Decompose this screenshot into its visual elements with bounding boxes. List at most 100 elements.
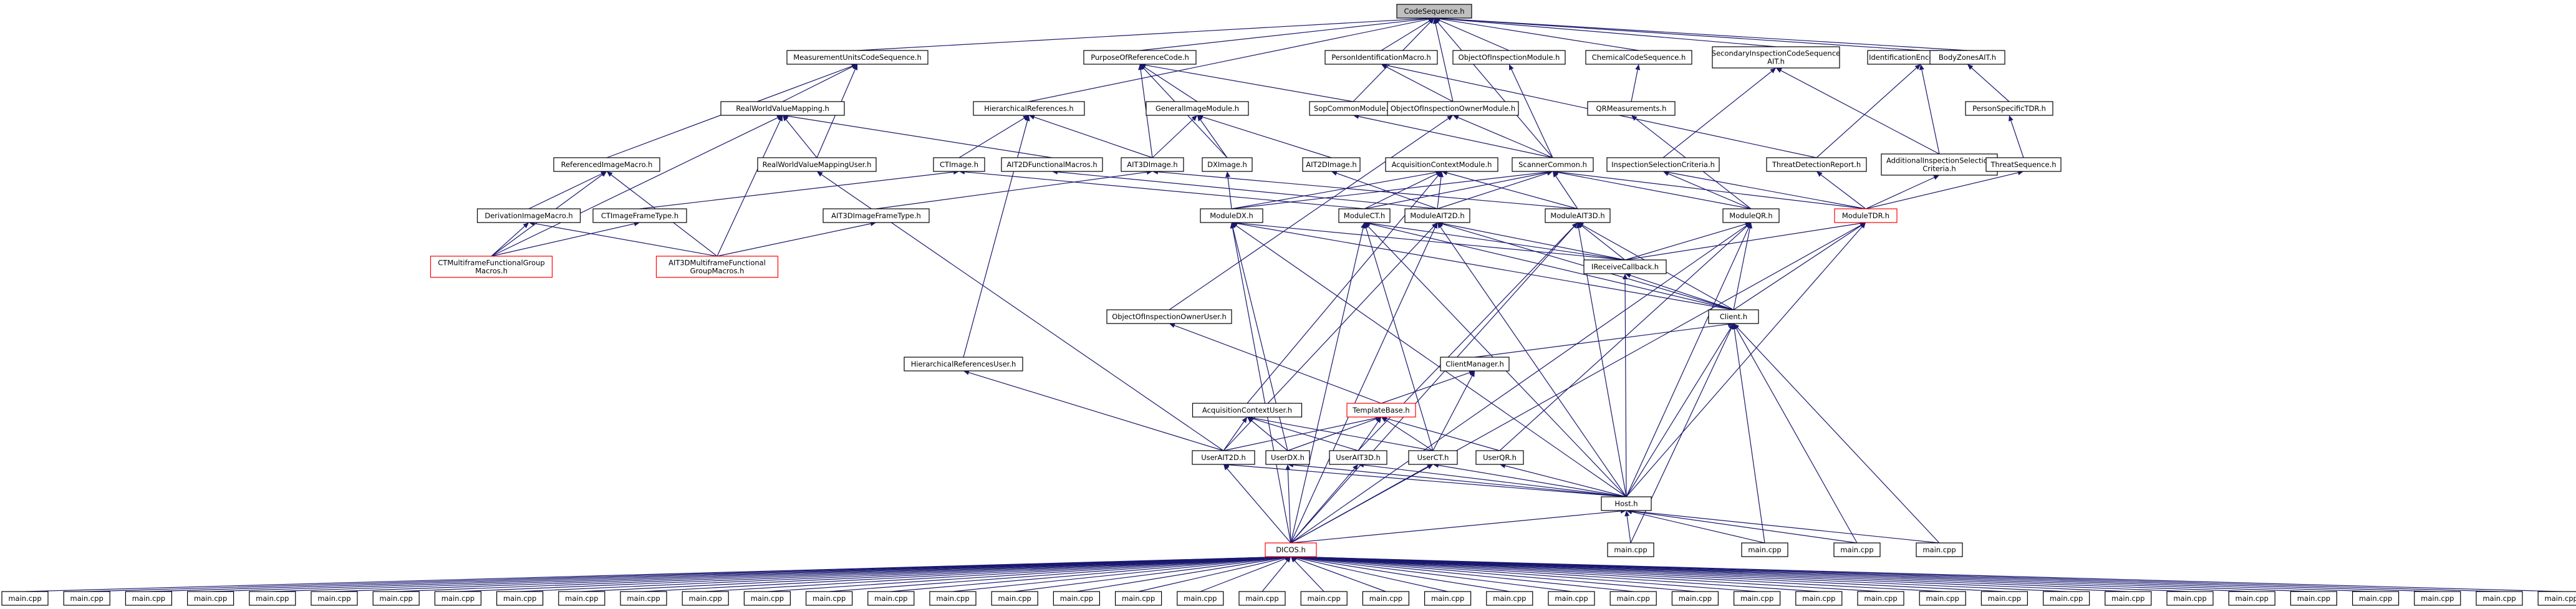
node-userct-h[interactable]: UserCT.h [1408, 450, 1458, 465]
node-main-cpp[interactable]: main.cpp [1, 591, 49, 606]
node-client-h[interactable]: Client.h [1708, 309, 1759, 324]
node-referencedimagemacro-h[interactable]: ReferencedImageMacro.h [553, 157, 660, 172]
node-chemicalcodesequence-h[interactable]: ChemicalCodeSequence.h [1585, 50, 1692, 65]
node-main-cpp[interactable]: main.cpp [496, 591, 544, 606]
node-acquisitioncontextuser-h[interactable]: AcquisitionContextUser.h [1192, 403, 1303, 418]
node-main-cpp[interactable]: main.cpp [1734, 591, 1781, 606]
node-personidentificationmacro-h[interactable]: PersonIdentificationMacro.h [1324, 50, 1438, 65]
node-qrmeasurements-h[interactable]: QRMeasurements.h [1587, 101, 1676, 116]
node-main-cpp[interactable]: main.cpp [2414, 591, 2461, 606]
node-realworldvaluemapping-h[interactable]: RealWorldValueMapping.h [720, 101, 845, 116]
node-main-cpp[interactable]: main.cpp [1362, 591, 1409, 606]
node-ait3dimageframetype-h[interactable]: AIT3DImageFrameType.h [822, 208, 930, 223]
node-ctimageframetype-h[interactable]: CTImageFrameType.h [592, 208, 687, 223]
node-userqr-h[interactable]: UserQR.h [1475, 450, 1524, 465]
node-main-cpp[interactable]: main.cpp [620, 591, 667, 606]
node-userait3d-h[interactable]: UserAIT3D.h [1329, 450, 1387, 465]
node-threatdetectionreport-h[interactable]: ThreatDetectionReport.h [1766, 157, 1867, 172]
node-main-cpp[interactable]: main.cpp [805, 591, 853, 606]
node-main-cpp[interactable]: main.cpp [1857, 591, 1904, 606]
node-clientmanager-h[interactable]: ClientManager.h [1440, 357, 1510, 372]
node-main-cpp[interactable]: main.cpp [2043, 591, 2090, 606]
node-purposeofreferencecode-h[interactable]: PurposeOfReferenceCode.h [1083, 50, 1197, 65]
node-dicos-h[interactable]: DICOS.h [1265, 542, 1317, 557]
node-moduleait3d-h[interactable]: ModuleAIT3D.h [1545, 208, 1611, 223]
node-hierarchicalreferencesuser-h[interactable]: HierarchicalReferencesUser.h [904, 357, 1023, 372]
node-main-cpp[interactable]: main.cpp [1919, 591, 1966, 606]
node-main-cpp[interactable]: main.cpp [1238, 591, 1286, 606]
node-main-cpp[interactable]: main.cpp [1980, 591, 2028, 606]
node-userait2d-h[interactable]: UserAIT2D.h [1192, 450, 1255, 465]
node-templatebase-h[interactable]: TemplateBase.h [1346, 403, 1416, 418]
node-main-cpp[interactable]: main.cpp [1609, 591, 1657, 606]
node-moduletdr-h[interactable]: ModuleTDR.h [1834, 208, 1898, 223]
node-main-cpp[interactable]: main.cpp [2228, 591, 2275, 606]
node-modulect-h[interactable]: ModuleCT.h [1338, 208, 1391, 223]
node-measurementunitscodesequence-h[interactable]: MeasurementUnitsCodeSequence.h [786, 50, 929, 65]
node-main-cpp[interactable]: main.cpp [2105, 591, 2152, 606]
node-objectofinspectionmodule-h[interactable]: ObjectOfInspectionModule.h [1452, 50, 1566, 65]
node-realworldvaluemappinguser-h[interactable]: RealWorldValueMappingUser.h [757, 157, 877, 172]
node-objectofinspectionownermodule-h[interactable]: ObjectOfInspectionOwnerModule.h [1387, 101, 1519, 116]
node-main-cpp[interactable]: main.cpp [2476, 591, 2523, 606]
node-main-cpp[interactable]: main.cpp [2166, 591, 2214, 606]
node-main-cpp[interactable]: main.cpp [2290, 591, 2337, 606]
node-main-cpp[interactable]: main.cpp [1671, 591, 1719, 606]
node-ait2dfunctionalmacros-h[interactable]: AIT2DFunctionalMacros.h [1001, 157, 1103, 172]
node-sopcommonmodule-h[interactable]: SopCommonModule.h [1309, 101, 1397, 116]
node-ctimage-h[interactable]: CTImage.h [933, 157, 985, 172]
node-ait2dimage-h[interactable]: AIT2DImage.h [1302, 157, 1361, 172]
node-main-cpp[interactable]: main.cpp [1053, 591, 1101, 606]
node-dximage-h[interactable]: DXImage.h [1202, 157, 1253, 172]
node-moduleait2d-h[interactable]: ModuleAIT2D.h [1404, 208, 1470, 223]
node-main-cpp[interactable]: main.cpp [1114, 591, 1162, 606]
node-generalimagemodule-h[interactable]: GeneralImageModule.h [1146, 101, 1249, 116]
node-main-cpp[interactable]: main.cpp [372, 591, 420, 606]
node-main-cpp[interactable]: main.cpp [311, 591, 358, 606]
node-hierarchicalreferences-h[interactable]: HierarchicalReferences.h [973, 101, 1085, 116]
node-main-cpp[interactable]: main.cpp [2352, 591, 2400, 606]
node-inspectionselectioncriteria-h[interactable]: InspectionSelectionCriteria.h [1606, 157, 1720, 172]
node-derivationimagemacro-h[interactable]: DerivationImageMacro.h [476, 208, 581, 223]
node-bodyzonesait-h[interactable]: BodyZonesAIT.h [1929, 50, 2005, 65]
node-main-cpp[interactable]: main.cpp [558, 591, 605, 606]
node-main-cpp[interactable]: main.cpp [434, 591, 482, 606]
node-main-cpp[interactable]: main.cpp [1177, 591, 1224, 606]
node-main-cpp[interactable]: main.cpp [1548, 591, 1595, 606]
node-personspecifictdr-h[interactable]: PersonSpecificTDR.h [1965, 101, 2053, 116]
node-main-cpp[interactable]: main.cpp [2537, 591, 2576, 606]
node-main-cpp[interactable]: main.cpp [929, 591, 977, 606]
node-main-cpp[interactable]: main.cpp [1486, 591, 1533, 606]
node-main-cpp[interactable]: main.cpp [63, 591, 110, 606]
node-main-cpp[interactable]: main.cpp [743, 591, 791, 606]
node-objectofinspectionowneruser-h[interactable]: ObjectOfInspectionOwnerUser.h [1106, 309, 1232, 324]
node-main-cpp[interactable]: main.cpp [991, 591, 1038, 606]
node-main-cpp[interactable]: main.cpp [682, 591, 729, 606]
node-main-cpp[interactable]: main.cpp [187, 591, 234, 606]
node-host-h[interactable]: Host.h [1601, 496, 1652, 511]
node-acquisitioncontextmodule-h[interactable]: AcquisitionContextModule.h [1385, 157, 1498, 172]
node-main-cpp[interactable]: main.cpp [125, 591, 172, 606]
edge-b16-to-dicos [1015, 557, 1286, 592]
node-codesequence-h[interactable]: CodeSequence.h [1396, 4, 1472, 19]
node-main-cpp[interactable]: main.cpp [867, 591, 915, 606]
node-main-cpp[interactable]: main.cpp [1795, 591, 1843, 606]
node-main-cpp[interactable]: main.cpp [1424, 591, 1472, 606]
node-main-cpp[interactable]: main.cpp [249, 591, 296, 606]
node-ait3dimage-h[interactable]: AIT3DImage.h [1121, 157, 1184, 172]
node-main-cpp[interactable]: main.cpp [1741, 542, 1788, 557]
node-ireceivecallback-h[interactable]: IReceiveCallback.h [1583, 259, 1667, 274]
node-main-cpp[interactable]: main.cpp [1916, 542, 1963, 557]
node-threatsequence-h[interactable]: ThreatSequence.h [1985, 157, 2062, 172]
node-scannercommon-h[interactable]: ScannerCommon.h [1512, 157, 1594, 172]
node-moduledx-h[interactable]: ModuleDX.h [1200, 208, 1263, 223]
node-userdx-h[interactable]: UserDX.h [1265, 450, 1310, 465]
node-moduleqr-h[interactable]: ModuleQR.h [1722, 208, 1780, 223]
node-main-cpp[interactable]: main.cpp [1607, 542, 1654, 557]
node-main-cpp[interactable]: main.cpp [1833, 542, 1881, 557]
node-main-cpp[interactable]: main.cpp [1300, 591, 1348, 606]
